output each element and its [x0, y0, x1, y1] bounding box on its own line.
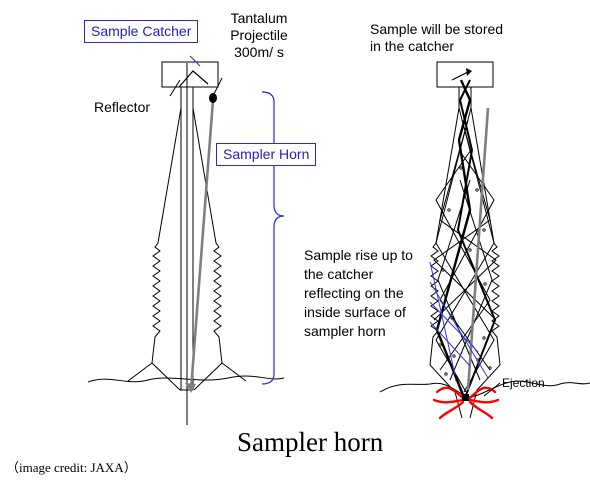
- reflector-leader-line: [169, 79, 181, 97]
- projectile-label: Tantalum Projectile 300m/ s: [222, 10, 296, 61]
- projectile-leader-line: [213, 77, 223, 95]
- projectile-label-line-2: Projectile: [230, 27, 288, 43]
- tantalum-projectile: [209, 93, 217, 103]
- reflection-lines: [433, 107, 497, 393]
- right-horn-diagram: [379, 61, 590, 420]
- ejection-label: Ejection: [502, 376, 545, 390]
- left-skirt-left: [127, 362, 153, 382]
- left-skirt-right: [221, 362, 247, 382]
- right-sample-catcher: [436, 61, 494, 88]
- right-projectile-trajectory: [466, 107, 490, 391]
- ejection-spray: [432, 386, 500, 420]
- stored-label-line-1: Sample will be stored: [370, 21, 504, 37]
- rise-pointer-lines: [429, 261, 489, 379]
- projectile-trajectory: [189, 99, 215, 391]
- sample-rise-line-3: reflecting on the: [304, 285, 404, 301]
- projectile-arrowhead: [185, 383, 196, 393]
- catcher-arrowhead: [466, 68, 472, 76]
- sampler-horn-brace: [261, 91, 285, 385]
- sample-rise-path: [435, 79, 472, 396]
- sampler-horn-label: Sampler Horn: [216, 143, 317, 166]
- ejection-leader-line: [483, 382, 501, 397]
- catcher-arrow: [451, 71, 469, 81]
- left-horn-diagram: [87, 55, 285, 425]
- projectile-label-line-1: Tantalum: [230, 10, 288, 26]
- left-horn-wall-right: [192, 87, 223, 391]
- right-ground-surface: [379, 380, 590, 398]
- sample-rise-label: Sample rise up to the catcher reflecting…: [304, 246, 413, 341]
- left-reflector: [178, 70, 209, 88]
- left-ground-surface: [87, 375, 285, 383]
- sample-rise-line-1: Sample rise up to: [304, 247, 413, 263]
- image-credit: （image credit: JAXA）: [6, 460, 137, 475]
- sample-rise-line-4: inside surface of: [304, 304, 406, 320]
- catcher-leader-line: [189, 55, 201, 67]
- stored-label: Sample will be stored in the catcher: [370, 21, 503, 55]
- sample-catcher-label: Sample Catcher: [84, 20, 199, 43]
- projectile-label-line-3: 300m/ s: [234, 44, 284, 60]
- diagram-title: Sampler horn: [237, 427, 384, 457]
- right-horn-wall-right: [469, 87, 501, 419]
- impact-projectile: [462, 394, 469, 401]
- reflector-label: Reflector: [94, 99, 151, 115]
- sample-rise-line-5: sampler horn: [304, 323, 386, 339]
- left-horn-wall-left: [151, 87, 193, 391]
- sample-rise-path-2: [456, 79, 497, 396]
- sample-rise-line-2: the catcher: [304, 266, 374, 282]
- stored-label-line-2: in the catcher: [370, 38, 455, 54]
